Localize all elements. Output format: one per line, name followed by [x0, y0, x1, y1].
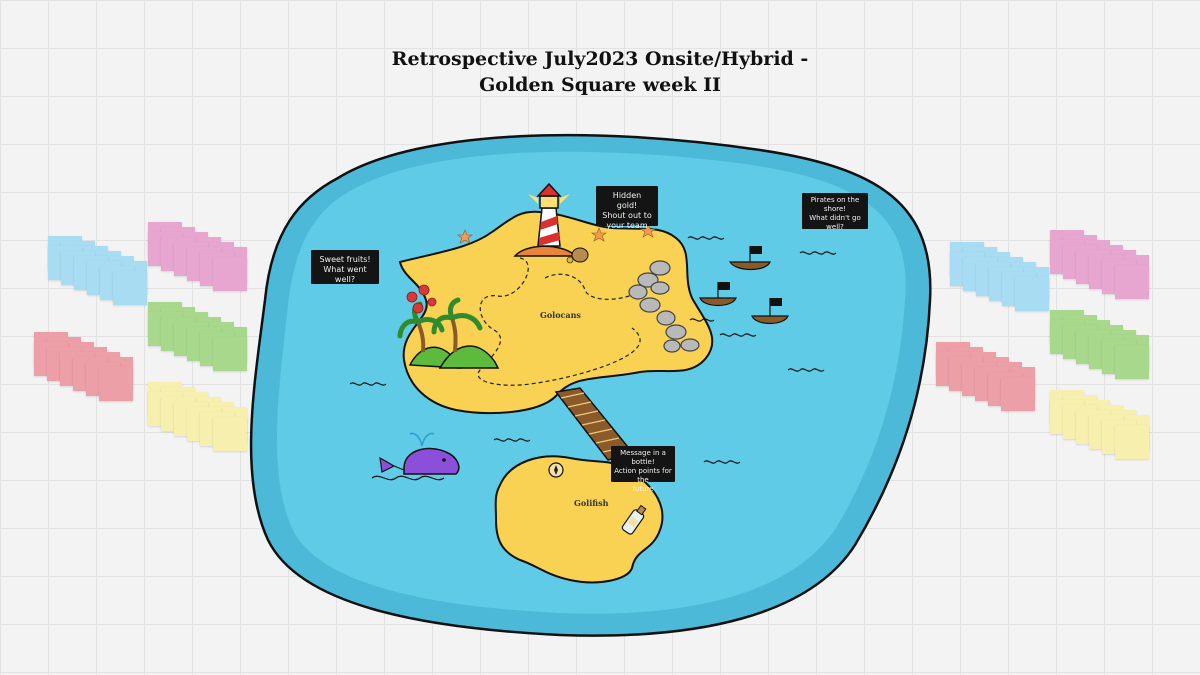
sticky-note-icon[interactable]: [213, 257, 247, 291]
sticky-note-icon[interactable]: [113, 271, 147, 305]
card-bottle-line-3: future: [632, 485, 654, 493]
sticky-note-icon[interactable]: [1001, 377, 1035, 411]
card-hidden-gold[interactable]: Hidden gold! Shout out to your team: [596, 186, 658, 230]
palm-tree-icon: [397, 297, 500, 369]
rock-pile-icon: [628, 260, 700, 353]
sticky-note-icon[interactable]: [1015, 277, 1049, 311]
card-sweet-fruits-line-1: Sweet fruits!: [319, 255, 371, 264]
main-island-label: Golocans: [540, 310, 581, 320]
small-island: [494, 455, 664, 584]
bottle-icon: [621, 504, 647, 535]
card-hidden-gold-line-1: Hidden gold!: [612, 191, 642, 210]
card-hidden-gold-line-3: your team: [606, 221, 648, 230]
card-sweet-fruits[interactable]: Sweet fruits! What went well?: [311, 250, 379, 284]
sticky-note-icon[interactable]: [99, 367, 133, 401]
treasure-chest-icon: [566, 247, 589, 264]
card-bottle-line-1: Message in a bottle!: [620, 449, 666, 466]
starfish-icon: [457, 223, 656, 244]
sticky-note-icon[interactable]: [1115, 265, 1149, 299]
card-sweet-fruits-line-2: What went well?: [323, 265, 367, 284]
card-pirates[interactable]: Pirates on the shore! What didn't go wel…: [802, 193, 868, 231]
compass-icon: [548, 462, 564, 478]
small-island-label: Golifish: [574, 498, 609, 508]
card-message-in-bottle[interactable]: Message in a bottle! Action points for t…: [611, 446, 675, 493]
card-pirates-line-3: What didn't go well?: [809, 214, 861, 231]
board-title-line-2: Golden Square week II: [479, 74, 721, 96]
whale-icon: [371, 432, 460, 481]
board-title: Retrospective July2023 Onsite/Hybrid - G…: [300, 46, 900, 98]
lighthouse-icon: [513, 182, 578, 257]
board-title-line-1: Retrospective July2023 Onsite/Hybrid -: [391, 48, 809, 70]
sticky-note-icon[interactable]: [1115, 345, 1149, 379]
pirate-ship-icon: [699, 282, 737, 307]
card-pirates-line-1: Pirates on the: [810, 196, 860, 204]
card-bottle-line-2: Action points for the: [614, 467, 672, 484]
sticky-note-icon[interactable]: [213, 337, 247, 371]
pirate-ship-icon: [751, 298, 789, 325]
sticky-note-icon[interactable]: [1115, 425, 1149, 459]
wave-icon: [349, 236, 837, 464]
pirate-ship-icon: [728, 246, 771, 271]
card-hidden-gold-line-2: Shout out to: [602, 211, 652, 220]
card-pirates-line-2: shore!: [823, 205, 847, 213]
sticky-note-icon[interactable]: [213, 417, 247, 451]
flower-icon: [406, 284, 437, 314]
